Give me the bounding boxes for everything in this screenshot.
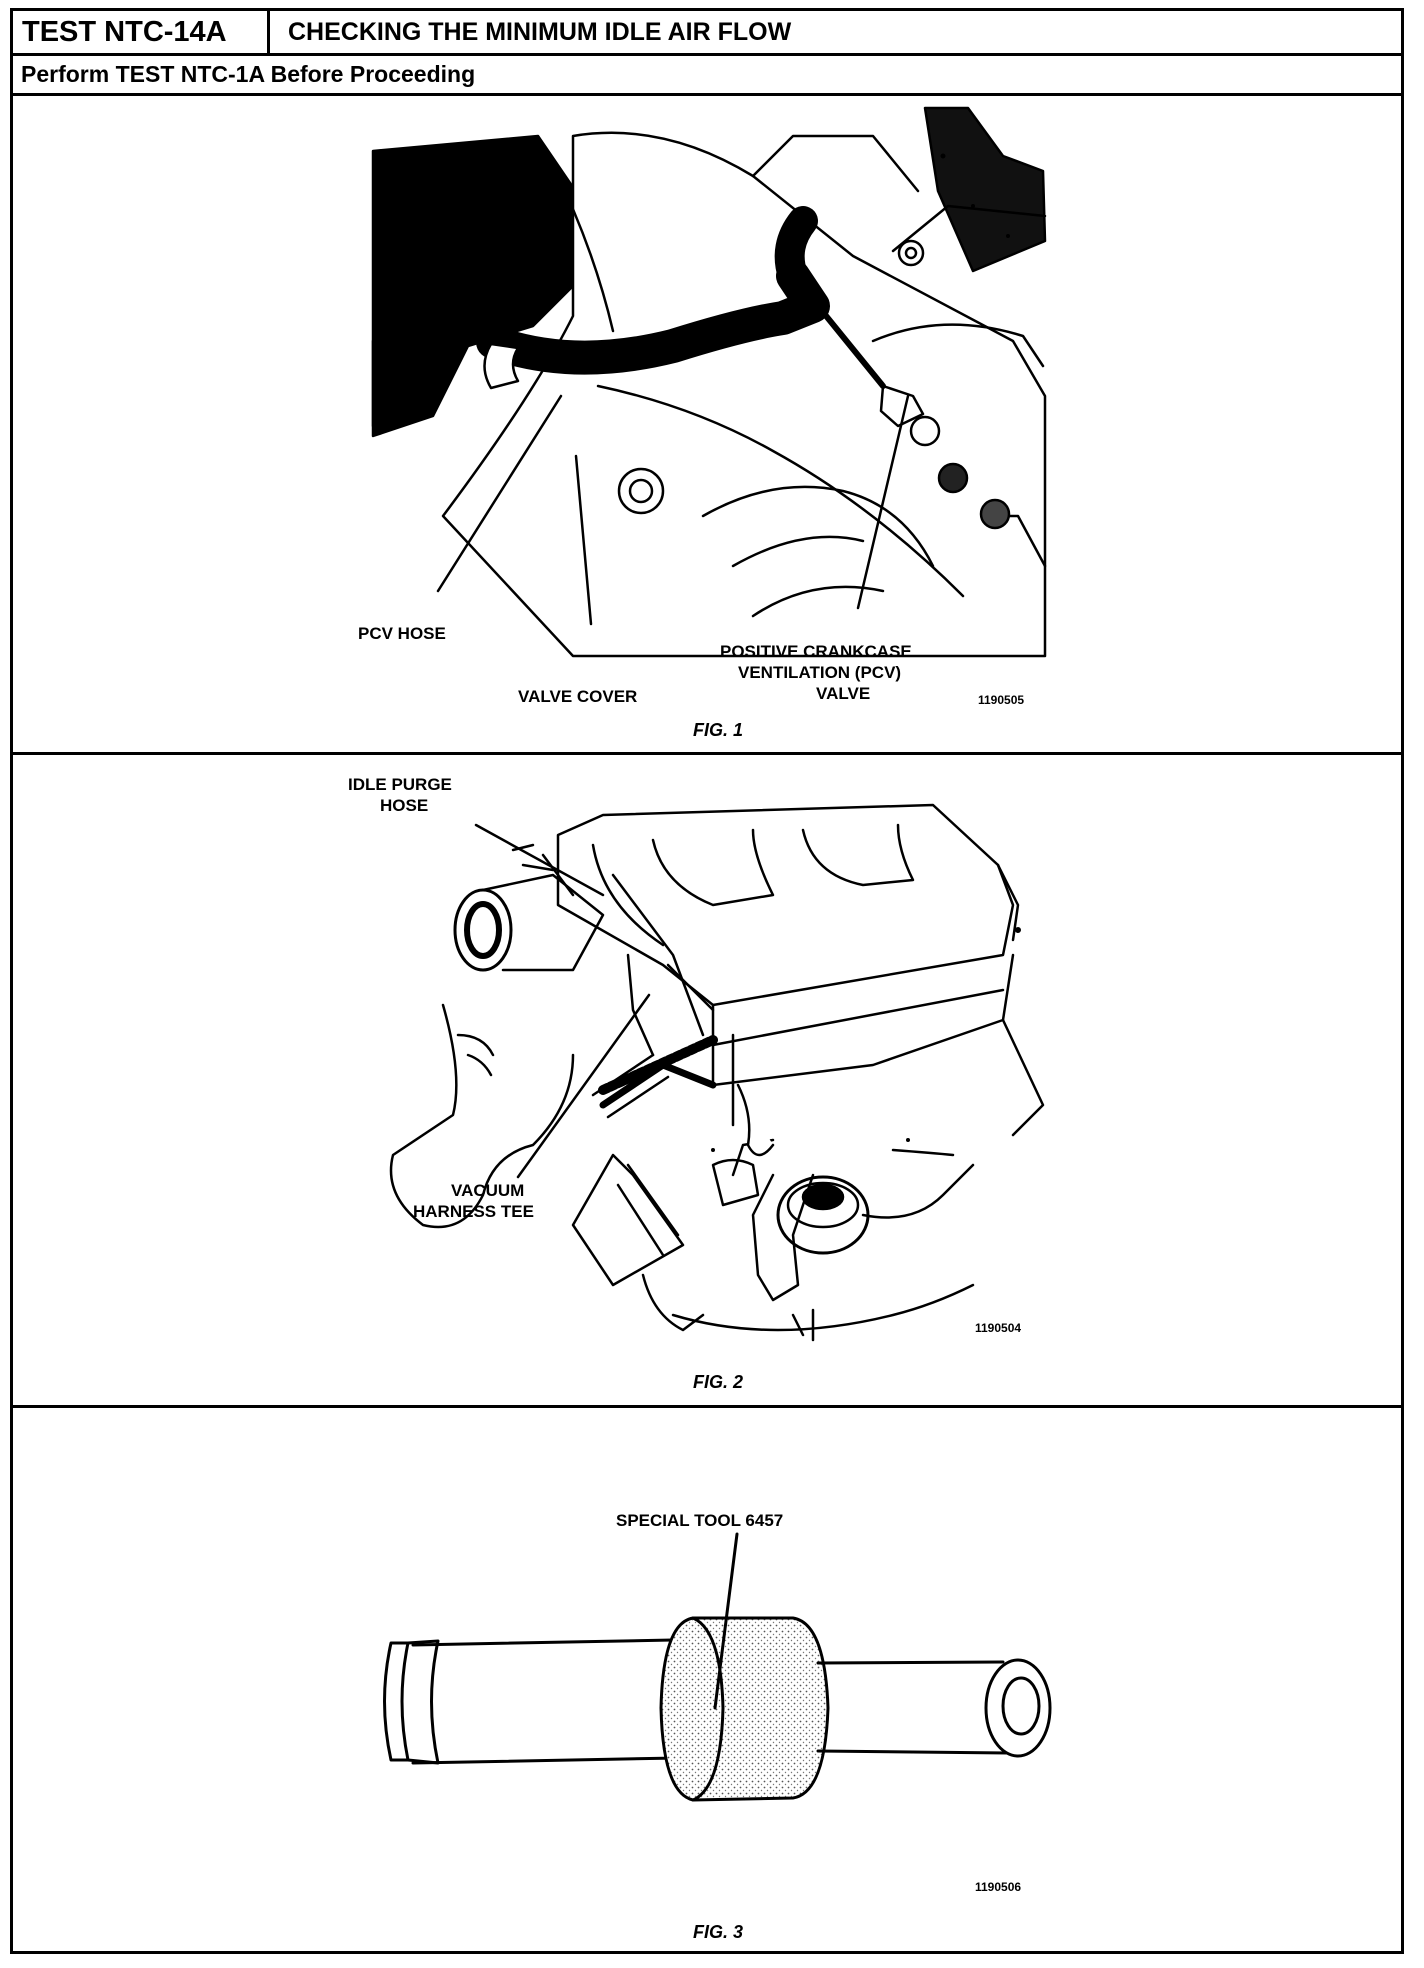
prerequisite-note: Perform TEST NTC-1A Before Proceeding [13, 56, 1401, 96]
figure-3-illustration [383, 1532, 1052, 1802]
test-procedure-sheet: TEST NTC-14A CHECKING THE MINIMUM IDLE A… [10, 8, 1404, 1954]
pcv-valve-label-line3: VALVE [816, 684, 871, 703]
figure-1-panel: PCV HOSE VALVE COVER POSITIVE CRANKCASE … [13, 96, 1401, 755]
test-title: CHECKING THE MINIMUM IDLE AIR FLOW [288, 18, 792, 46]
test-id: TEST NTC-14A [13, 11, 270, 53]
pcv-valve-label-line1: POSITIVE CRANKCASE [720, 642, 912, 661]
special-tool-label: SPECIAL TOOL 6457 [616, 1511, 784, 1530]
idle-purge-hose-label-line1: IDLE PURGE [348, 775, 452, 794]
vacuum-harness-tee-label-line2: HARNESS TEE [413, 1202, 534, 1221]
figure-2-illustration [389, 803, 1045, 1342]
figure-1-image-code: 1190505 [978, 693, 1025, 707]
figure-1-caption: FIG. 1 [693, 720, 744, 740]
figure-3-caption: FIG. 3 [693, 1922, 744, 1942]
valve-cover-label: VALVE COVER [518, 687, 638, 706]
title-row: TEST NTC-14A CHECKING THE MINIMUM IDLE A… [13, 11, 1401, 56]
pcv-valve-label-line2: VENTILATION (PCV) [738, 663, 902, 682]
figure-2-panel: IDLE PURGE HOSE VACUUM HARNESS TEE 11905… [13, 755, 1401, 1408]
figure-3-panel: SPECIAL TOOL 6457 1190506 FIG. 3 [13, 1408, 1401, 1951]
figure-2-image-code: 1190504 [975, 1321, 1022, 1335]
figure-3-image-code: 1190506 [975, 1880, 1022, 1894]
vacuum-harness-tee-label-line1: VACUUM [451, 1181, 525, 1200]
figure-1-illustration [371, 106, 1047, 658]
idle-purge-hose-label-line2: HOSE [380, 796, 429, 815]
pcv-hose-label: PCV HOSE [358, 624, 446, 643]
engine-texture [660, 927, 1021, 1152]
figure-2-caption: FIG. 2 [693, 1372, 744, 1392]
engine-texture [420, 153, 1010, 259]
